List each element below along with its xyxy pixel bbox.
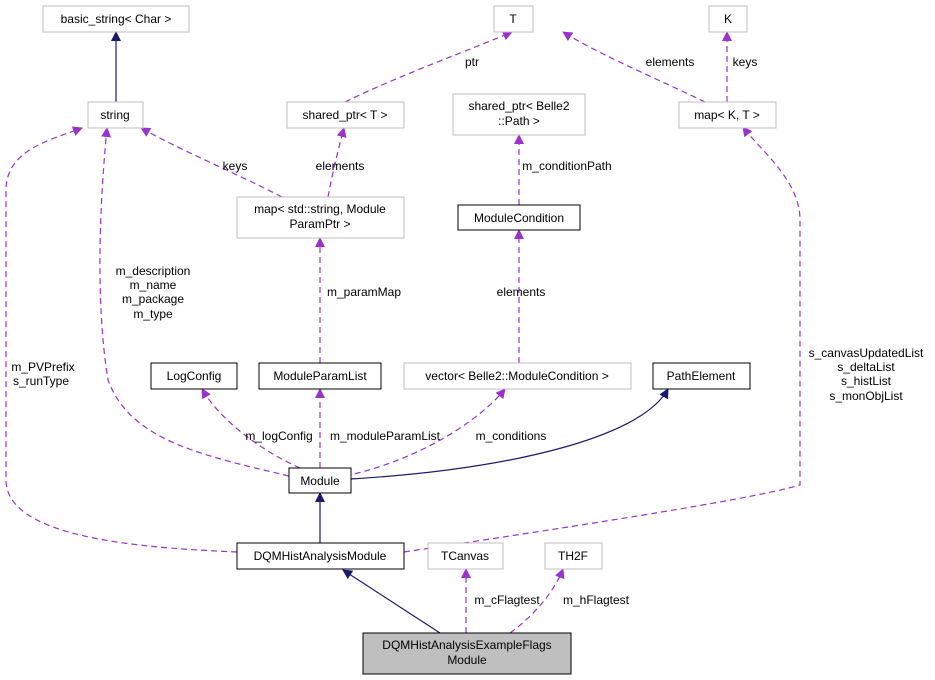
node-shared-ptr-t[interactable]: shared_ptr< T > [286,101,405,129]
node-dqm-hist-analysis-module[interactable]: DQMHistAnalysisModule [236,542,405,570]
edge-ptr [344,30,513,103]
node-k[interactable]: K [708,5,748,33]
edge-path-element [350,388,669,480]
label-elements-cond: elements [497,285,546,299]
node-vector-condition[interactable]: vector< Belle2::ModuleCondition > [403,362,632,390]
svg-text:map< std::string, Module: map< std::string, Module [254,202,386,216]
svg-text:::Path >: ::Path > [498,114,540,128]
label-keys-k: keys [733,55,758,69]
svg-text:shared_ptr< Belle2: shared_ptr< Belle2 [468,99,569,113]
edge-keys-string [140,127,283,198]
label-log-config: m_logConfig [245,429,312,443]
label-conditions: m_conditions [476,429,547,443]
svg-text:LogConfig: LogConfig [167,369,222,383]
node-shared-ptr-path[interactable]: shared_ptr< Belle2 ::Path > [452,93,586,136]
node-module-param-list[interactable]: ModuleParamList [258,362,382,390]
node-t[interactable]: T [493,5,534,33]
svg-text:vector< Belle2::ModuleConditio: vector< Belle2::ModuleCondition > [425,369,608,383]
node-string[interactable]: string [87,101,144,129]
label-h-flagtest: m_hFlagtest [563,593,630,607]
edge-elements-map [327,127,347,198]
edges [5,30,801,634]
label-ptr: ptr [465,55,479,69]
edge-string-members [99,127,290,477]
node-module[interactable]: Module [288,467,352,494]
label-static-list: s_deltaList [837,360,895,374]
svg-text:PathElement: PathElement [667,369,736,383]
node-focus-class: DQMHistAnalysisExampleFlags Module [362,632,572,675]
svg-text:ParamPtr >: ParamPtr > [289,217,350,231]
svg-text:T: T [509,12,517,26]
label-pv-prefix: m_PVPrefix [11,360,74,374]
svg-text:TCanvas: TCanvas [441,549,489,563]
edge-labels: ptr elements keys keys elements m_condit… [11,55,924,607]
edge-log-config [201,388,301,469]
label-static-list: s_histList [841,374,892,388]
node-map-k-t[interactable]: map< K, T > [678,101,777,129]
svg-text:string: string [100,108,129,122]
node-basic-string[interactable]: basic_string< Char > [42,5,190,33]
label-c-flagtest: m_cFlagtest [474,593,540,607]
label-elements-map: elements [316,159,365,173]
node-th2f[interactable]: TH2F [544,542,603,570]
node-log-config[interactable]: LogConfig [150,362,238,390]
svg-text:Module: Module [447,653,487,667]
label-run-type: s_runType [13,374,69,388]
svg-text:Module: Module [300,474,340,488]
node-path-element[interactable]: PathElement [652,362,751,390]
label-string-member: m_description [116,264,191,278]
label-keys-string: keys [223,159,248,173]
node-tcanvas[interactable]: TCanvas [427,542,504,570]
node-map-param[interactable]: map< std::string, Module ParamPtr > [236,196,405,239]
label-string-member: m_type [133,307,173,321]
svg-text:DQMHistAnalysisExampleFlags: DQMHistAnalysisExampleFlags [382,638,551,652]
edge-elements-t [562,31,706,103]
svg-text:shared_ptr< T >: shared_ptr< T > [303,108,388,122]
label-static-list: s_monObjList [829,389,903,403]
svg-text:basic_string< Char >: basic_string< Char > [61,12,172,26]
label-string-member: m_package [122,292,184,306]
edge-h-flagtest [509,568,565,634]
label-elements-t: elements [646,55,695,69]
edge-static-lists [403,126,801,553]
label-static-list: s_canvasUpdatedList [809,346,924,360]
svg-text:DQMHistAnalysisModule: DQMHistAnalysisModule [254,549,387,563]
svg-text:map< K, T >: map< K, T > [694,108,760,122]
edge-pv-prefix [5,126,238,553]
label-param-map: m_paramMap [327,285,401,299]
label-module-param-list: m_moduleParamList [330,429,441,443]
svg-text:TH2F: TH2F [558,549,588,563]
label-condition-path: m_conditionPath [522,159,611,173]
label-string-member: m_name [130,278,177,292]
svg-text:ModuleParamList: ModuleParamList [273,369,367,383]
edge-dqm-to-focus [342,569,441,634]
node-module-condition[interactable]: ModuleCondition [457,204,581,231]
svg-text:ModuleCondition: ModuleCondition [474,211,564,225]
svg-text:K: K [724,12,732,26]
